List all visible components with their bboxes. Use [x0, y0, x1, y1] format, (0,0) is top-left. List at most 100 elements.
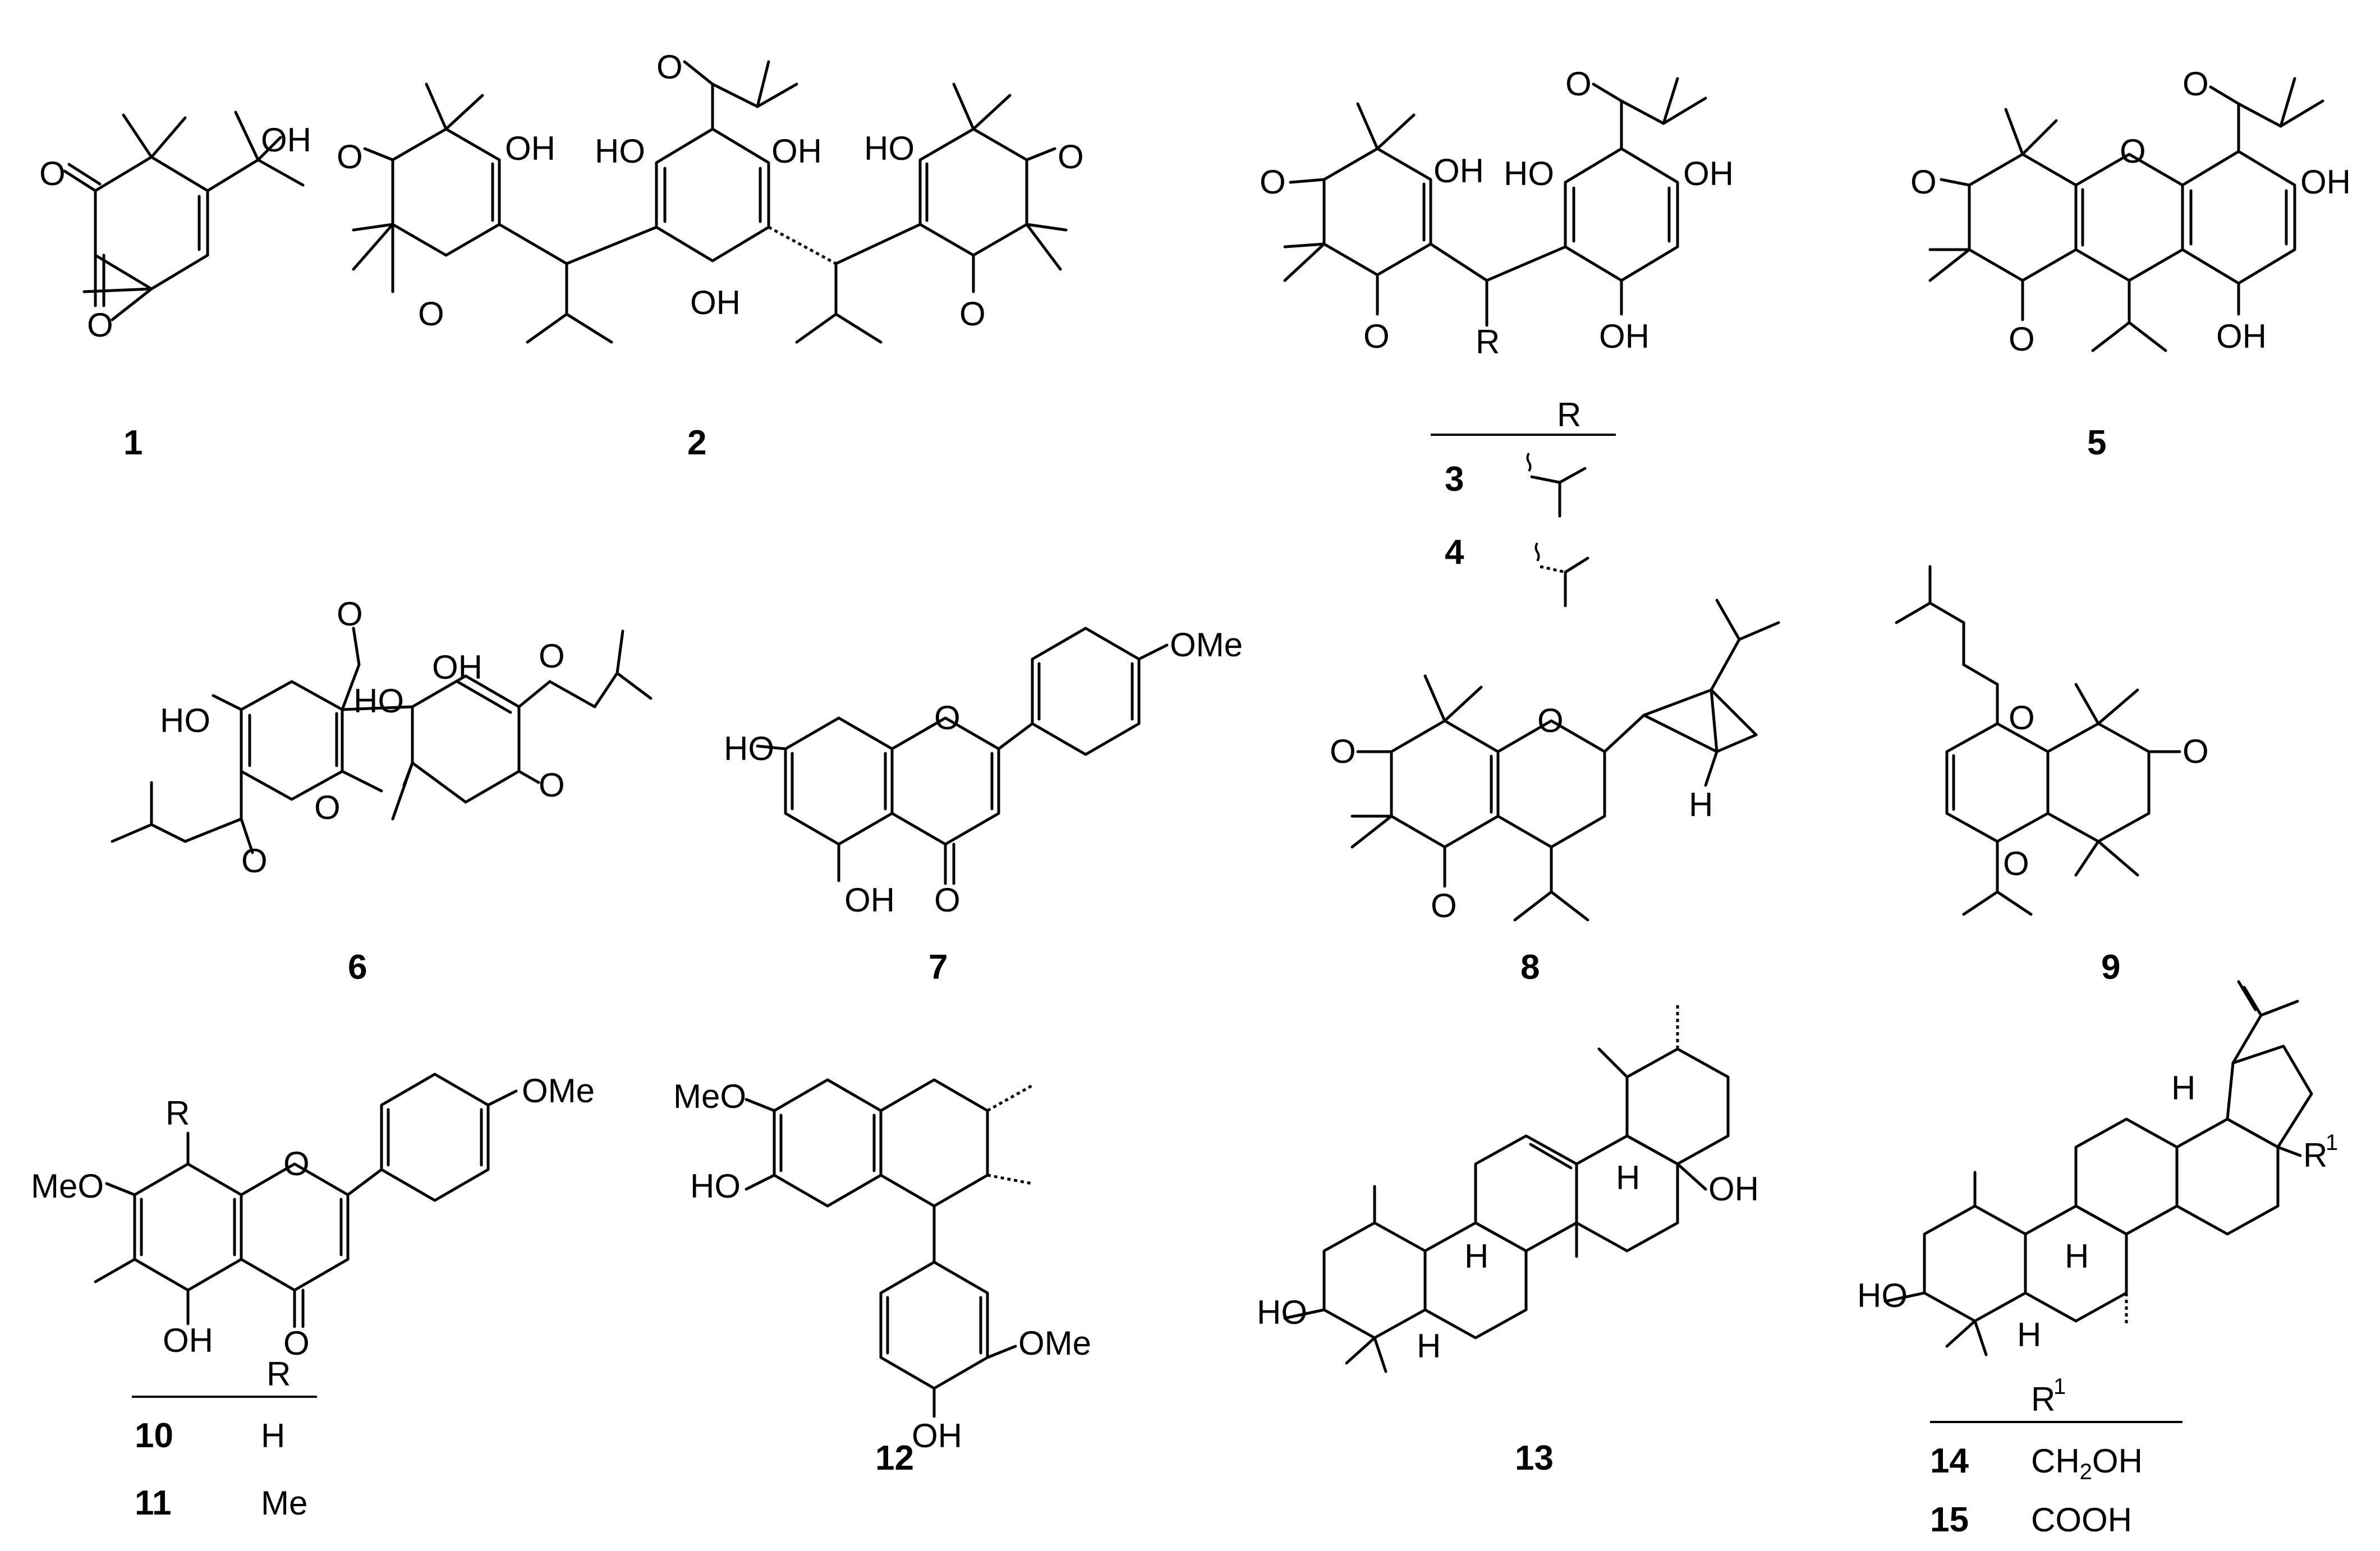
compound-label-6: 6 [348, 948, 367, 987]
atom-label: HO [690, 1167, 741, 1205]
compound-label-9: 9 [2101, 948, 2120, 987]
atom-label: OH [261, 121, 311, 159]
atom-label: O [1431, 887, 1457, 924]
atom-label: HO [1857, 1277, 1908, 1314]
atom-label: OMe [1018, 1324, 1091, 1362]
compound-label-12: 12 [875, 1439, 914, 1478]
atom-label: HO [724, 730, 774, 767]
atom-label: O [1565, 65, 1592, 103]
atom-label: O [1260, 163, 1286, 201]
atom-label: R [1476, 323, 1500, 361]
atom-label: O [1537, 702, 1564, 739]
structure-3-4: O OH O R HO OH O OH R 3 4 [1260, 65, 1734, 607]
compound-label-1: 1 [123, 424, 143, 462]
atom-label: O [241, 842, 268, 880]
compound-label-7: 7 [929, 948, 948, 987]
atom-label: OMe [522, 1072, 595, 1110]
compound-label-4: 4 [1445, 533, 1464, 572]
r1-table-header-sup: 1 [2053, 1374, 2066, 1399]
compound-label-2: 2 [687, 424, 706, 462]
compound-label-11: 11 [135, 1484, 172, 1522]
atom-label: O [1363, 317, 1390, 355]
structure-12: MeO HO OMe OH 12 [673, 1078, 1091, 1478]
atom-label: O [39, 155, 66, 192]
atom-label: R [2303, 1136, 2327, 1174]
atom-label: O [283, 1324, 310, 1362]
r1-table-header: R [2031, 1380, 2055, 1418]
structure-5: O O O OH O OH 5 [1910, 65, 2351, 462]
atom-label: O [87, 306, 113, 344]
atom-label: OH [912, 1417, 962, 1455]
atom-label: OH [1599, 317, 1650, 355]
atom-label: HO [1504, 155, 1554, 192]
atom-superscript: 1 [2326, 1130, 2338, 1155]
compound-label-14: 14 [1930, 1442, 1969, 1480]
atom-label: OH [163, 1322, 213, 1359]
r-value-11: Me [261, 1484, 307, 1522]
atom-label: OH [1708, 1170, 1759, 1208]
atom-label: OH [432, 648, 483, 686]
atom-label: O [2183, 733, 2209, 770]
atom-label: O [539, 637, 565, 675]
atom-label: O [539, 766, 565, 804]
atom-label: HO [1257, 1294, 1307, 1331]
atom-label: OH [1683, 155, 1734, 192]
structure-13: HO H H H OH 13 [1257, 1004, 1759, 1478]
atom-label: OH [771, 132, 822, 170]
atom-label: O [934, 881, 961, 919]
atom-label: HO [864, 130, 915, 167]
atom-label: R [166, 1094, 190, 1132]
atom-label: OH [2300, 163, 2351, 201]
wavy-bond [1526, 452, 1532, 472]
atom-label: MeO [673, 1078, 746, 1115]
atom-label: H [1464, 1237, 1488, 1275]
atom-label: H [1689, 786, 1713, 823]
compound-label-15: 15 [1930, 1501, 1969, 1539]
atom-label: O [2003, 845, 2029, 882]
compound-label-13: 13 [1515, 1439, 1554, 1478]
atom-label: O [934, 699, 961, 737]
atom-label: OH [505, 130, 555, 167]
atom-label: OH [2216, 317, 2267, 355]
atom-label: OH [690, 284, 741, 321]
atom-label: O [1910, 163, 1937, 201]
structure-10-11: R MeO O OH O OMe R 10 H 11 Me [31, 1072, 595, 1522]
atom-label: O [2009, 320, 2035, 358]
atom-label: H [2065, 1237, 2089, 1275]
atom-label: HO [595, 132, 645, 170]
atom-label: O [1330, 733, 1356, 770]
r-table-header: R [1557, 396, 1581, 434]
atom-label: O [656, 48, 683, 86]
compound-label-10: 10 [135, 1416, 173, 1455]
atom-label: O [314, 789, 341, 826]
atom-label: O [283, 1145, 310, 1182]
atom-label: O [2120, 132, 2146, 170]
structure-14-15: HO H H H R 1 R 1 14 CH2OH 15 COOH [1857, 980, 2338, 1539]
atom-label: O [2009, 699, 2035, 737]
atom-label: OMe [1170, 626, 1243, 664]
structure-7: HO O OH O OMe 7 [724, 626, 1243, 987]
compound-label-8: 8 [1520, 948, 1540, 987]
atom-label: OH [844, 881, 895, 919]
wavy-bond [1534, 542, 1540, 562]
atom-label: O [337, 138, 363, 176]
atom-label: O [337, 595, 363, 633]
r-value-10: H [261, 1417, 285, 1455]
atom-label: HO [160, 702, 210, 739]
atom-label: H [2171, 1069, 2195, 1107]
compound-label-5: 5 [2087, 424, 2106, 462]
atom-label: O [959, 295, 986, 333]
r-table-header: R [267, 1355, 291, 1393]
structure-9: O O O 9 [1895, 565, 2209, 987]
atom-label: OH [1433, 152, 1484, 190]
atom-label: HO [353, 682, 404, 720]
atom-label: H [1616, 1159, 1640, 1196]
r1-value-14: CH2OH [2031, 1442, 2143, 1484]
structure-2: O OH O HO OH O OH HO O O 2 [337, 48, 1084, 462]
compound-label-3: 3 [1445, 460, 1464, 499]
atom-label: O [1058, 138, 1084, 176]
structure-6: O HO HO OH O O O O 6 [111, 595, 653, 987]
r1-value-15: COOH [2031, 1501, 2132, 1539]
structure-1: O O OH 1 [39, 111, 311, 462]
